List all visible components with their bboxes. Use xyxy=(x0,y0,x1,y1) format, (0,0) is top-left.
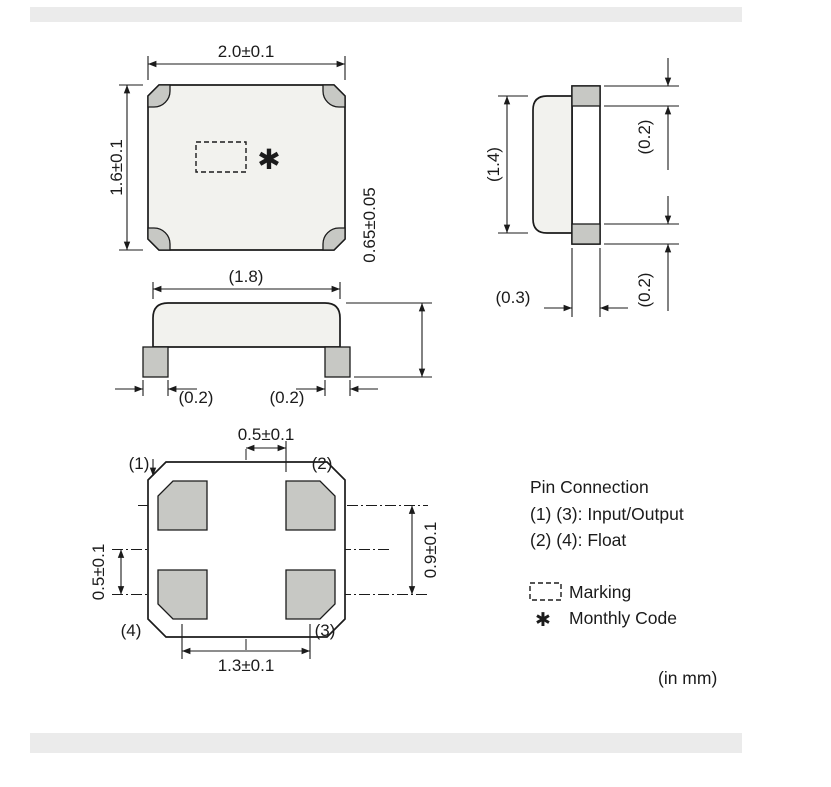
top-view: ✱ 2.0±0.1 1.6±0.1 xyxy=(107,42,346,251)
monthly-code-legend-asterisk-icon: ✱ xyxy=(535,610,551,631)
end-view-lid-height-dimension: (1.4) xyxy=(484,95,528,234)
bottom-pad-2 xyxy=(285,480,336,531)
legend: Pin Connection (1) (3): Input/Output (2)… xyxy=(529,477,717,688)
end-view-bottom-pad-label: (0.2) xyxy=(635,273,654,308)
top-view-height-label: 1.6±0.1 xyxy=(107,139,126,196)
cropped-content-bar-bottom xyxy=(30,733,742,753)
front-view-height-dimension: 0.65±0.05 xyxy=(346,187,432,378)
end-view-base-width-dimension: (0.3) xyxy=(496,248,628,317)
front-view-pad-dimensions: (0.2) (0.2) xyxy=(115,380,378,407)
bottom-pad-4 xyxy=(157,569,208,620)
bottom-view-horizontal-pitch-dimension: 1.3±0.1 xyxy=(181,624,311,675)
cropped-content-bar-top xyxy=(30,7,742,22)
end-view-base-width-label: (0.3) xyxy=(496,288,531,307)
front-view-lid-width-label: (1.8) xyxy=(229,267,264,286)
end-view-lid xyxy=(532,95,573,234)
corner-pad-bottom-left xyxy=(147,227,171,251)
end-view-bottom-pad-dimension: (0.2) xyxy=(604,196,679,311)
monthly-code-label: Monthly Code xyxy=(569,608,677,628)
corner-pad-bottom-right xyxy=(322,227,346,251)
corner-pad-top-left xyxy=(147,84,171,108)
end-view-top-pad xyxy=(571,85,601,107)
bottom-view-pad-width-dimension: 0.5±0.1 xyxy=(238,425,295,472)
bottom-view-pad-width-label: 0.5±0.1 xyxy=(238,425,295,444)
front-view-left-pad-label: (0.2) xyxy=(179,388,214,407)
front-view-lid-width-dimension: (1.8) xyxy=(152,267,341,299)
end-view: (1.4) (0.2) (0.2) (0.3) xyxy=(484,58,679,317)
bottom-view-horizontal-pitch-label: 1.3±0.1 xyxy=(218,656,275,675)
marking-label: Marking xyxy=(569,582,631,602)
front-view-lid xyxy=(152,302,341,348)
end-view-bottom-pad xyxy=(571,223,601,245)
pin-2-label: (2) xyxy=(312,454,333,473)
corner-pad-top-right xyxy=(322,84,346,108)
front-view-right-pad xyxy=(324,346,351,378)
end-view-base xyxy=(571,85,601,245)
front-view-right-pad-label: (0.2) xyxy=(270,388,305,407)
bottom-view-vertical-pitch-dimension: 0.9±0.1 xyxy=(408,505,440,595)
bottom-view-pad-height-dimension: 0.5±0.1 xyxy=(89,544,125,601)
units-note: (in mm) xyxy=(658,668,717,688)
top-view-height-dimension: 1.6±0.1 xyxy=(107,84,143,251)
monthly-code-asterisk-icon: ✱ xyxy=(257,144,280,175)
pin-connection-float-line: (2) (4): Float xyxy=(530,530,626,550)
end-view-top-pad-label: (0.2) xyxy=(635,120,654,155)
front-view-left-pad xyxy=(142,346,169,378)
marking-legend-box-icon xyxy=(529,582,562,601)
bottom-view-vertical-pitch-label: 0.9±0.1 xyxy=(421,522,440,579)
bottom-pad-3 xyxy=(285,569,336,620)
pin-4-label: (4) xyxy=(121,621,142,640)
front-view: (1.8) (0.2) (0.2) 0.65±0.05 xyxy=(115,187,432,407)
pin-connection-title: Pin Connection xyxy=(530,477,649,497)
marking-box-icon xyxy=(195,141,247,173)
end-view-lid-height-label: (1.4) xyxy=(484,147,503,182)
bottom-view: 0.5±0.1 0.5±0.1 0.9±0.1 1.3±0.1 (1) (2) … xyxy=(89,425,440,675)
pin-3-label: (3) xyxy=(315,621,336,640)
front-view-height-label: 0.65±0.05 xyxy=(360,187,379,263)
top-view-width-dimension: 2.0±0.1 xyxy=(147,42,346,80)
top-view-width-label: 2.0±0.1 xyxy=(218,42,275,61)
bottom-view-pad-height-label: 0.5±0.1 xyxy=(89,544,108,601)
end-view-top-pad-dimension: (0.2) xyxy=(604,58,679,170)
bottom-pad-1 xyxy=(157,480,208,531)
pin-connection-io-line: (1) (3): Input/Output xyxy=(530,504,684,524)
pin-1-label: (1) xyxy=(129,454,150,473)
